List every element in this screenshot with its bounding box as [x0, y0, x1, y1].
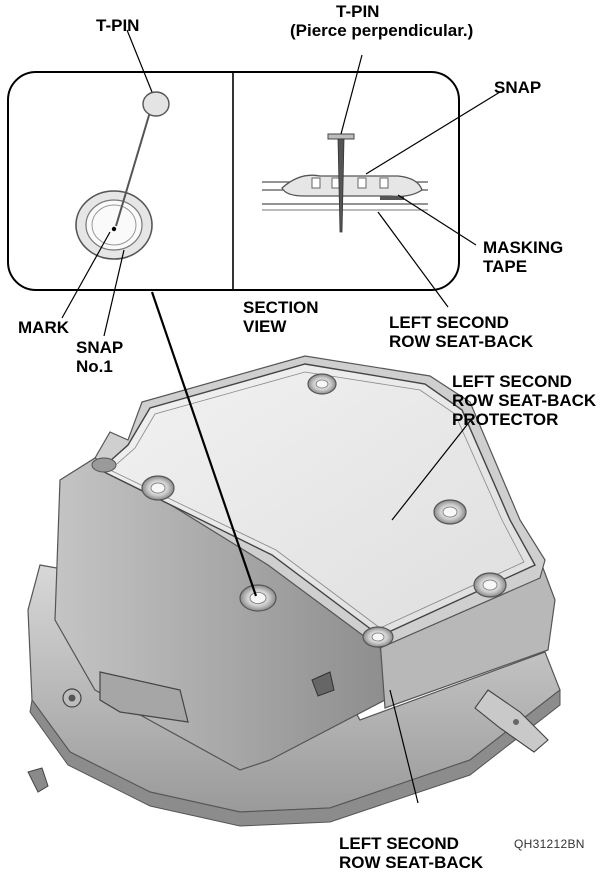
snap-hole-2 — [141, 475, 175, 501]
label-tpin-left: T-PIN — [96, 16, 140, 35]
right-mounting-bracket — [474, 689, 549, 753]
label-protector-2: ROW SEAT-BACK — [452, 391, 597, 410]
label-section-view-2: VIEW — [243, 317, 287, 336]
t-pin-left — [115, 91, 170, 227]
label-masking-tape-1: MASKING — [483, 238, 564, 257]
snap-mark-dot — [111, 226, 117, 232]
label-tpin-right-note: (Pierce perpendicular.) — [290, 21, 474, 40]
masking-tape-strip — [380, 196, 404, 200]
snap-closeup — [75, 190, 153, 260]
label-protector-1: LEFT SECOND — [452, 372, 572, 391]
label-seatback-bottom-2: ROW SEAT-BACK — [339, 853, 484, 872]
seat-assembly — [27, 355, 561, 827]
snap-hole-4 — [433, 499, 467, 525]
side-hook — [311, 671, 335, 697]
label-seatback-inset-2: ROW SEAT-BACK — [389, 332, 534, 351]
seat-back-protector — [98, 363, 536, 637]
snap-hole-6 — [362, 626, 394, 648]
figure-code: QH31212BN — [514, 837, 585, 851]
seat-base-lower-band — [29, 688, 561, 827]
label-section-view-1: SECTION — [243, 298, 319, 317]
inset-callout-line — [150, 291, 258, 597]
snap-hole-1 — [239, 584, 277, 612]
protector-inner-edge — [109, 371, 525, 629]
label-mark: MARK — [18, 318, 69, 337]
label-snap-no1-2: No.1 — [76, 357, 113, 376]
left-foot-bracket — [27, 767, 49, 793]
label-masking-tape-2: TAPE — [483, 257, 528, 276]
label-snap-no1-1: SNAP — [76, 338, 124, 357]
label-tpin-right: T-PIN — [336, 2, 380, 21]
section-view — [262, 133, 428, 233]
corner-pocket — [91, 457, 117, 473]
label-snap: SNAP — [494, 78, 542, 97]
snap-hole-3 — [307, 373, 337, 395]
leader-lines — [61, 29, 501, 804]
label-seatback-inset-1: LEFT SECOND — [389, 313, 509, 332]
snap-hole-5 — [473, 572, 507, 598]
label-protector-3: PROTECTOR — [452, 410, 559, 429]
recline-lever — [99, 671, 189, 723]
label-seatback-bottom-1: LEFT SECOND — [339, 834, 459, 853]
